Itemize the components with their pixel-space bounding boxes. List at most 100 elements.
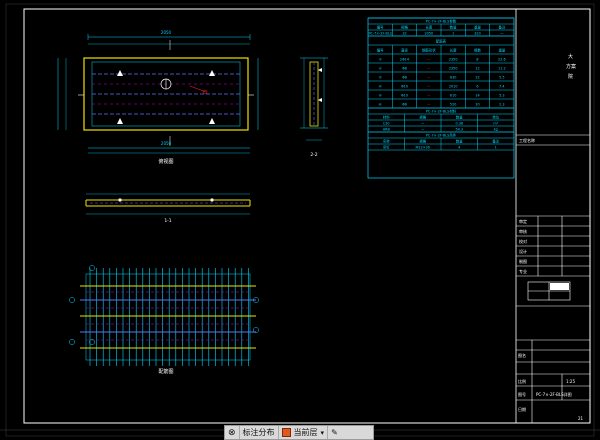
edit-icon: ✎ (331, 428, 338, 437)
paper-border (5, 3, 595, 437)
title-block (515, 9, 590, 423)
table2-cell: 520 (450, 102, 456, 106)
table4-header: 名称 (383, 138, 390, 143)
project-label: 工程名称 (519, 137, 535, 143)
rebar-marker (69, 297, 75, 303)
layers-icon: ⊗ (228, 427, 236, 438)
table2-cell: 6 (476, 84, 478, 88)
table2-cell: 2350 (449, 57, 458, 61)
table2-cell: ④ (379, 84, 382, 88)
table4-cell: 4 (458, 145, 460, 149)
table2-cell: 5.3 (499, 93, 504, 97)
table3-cell: C30 (383, 121, 390, 125)
table3-cell: 0.38 (455, 121, 463, 125)
table2-cell: ⑥ (379, 102, 382, 106)
table4-cell: M12×90 (416, 145, 430, 149)
sheet-no: 21 (578, 416, 584, 421)
tb-item-0: 审定 (519, 218, 527, 224)
table2-cell: 22 (475, 75, 479, 79)
table2-cell: 14 (475, 93, 479, 97)
scale-value: 1:25 (566, 379, 575, 384)
table1-title: PC-7×-2F-BLS参数 (426, 18, 457, 23)
plan-dim-bottom: 2050 (161, 141, 172, 146)
table1-cell: 1 (452, 31, 454, 35)
table2-cell: 2350 (449, 66, 458, 70)
company-line-3: 院 (568, 73, 573, 80)
table2-cell: 20 (475, 102, 479, 106)
table4-header: 数量 (456, 138, 463, 143)
layers-button[interactable]: ⊗ (225, 426, 240, 439)
table2-cell: — (427, 84, 431, 88)
table2-cell: 7.4 (499, 84, 504, 88)
table2-cell: Φ10 (401, 84, 408, 88)
edit-layer-button[interactable]: ✎ (328, 426, 341, 439)
table1-header: 编号 (377, 24, 384, 29)
table2-cell: 22.6 (498, 57, 506, 61)
table4-cell: 1 (495, 145, 497, 149)
layer-name-button[interactable]: 标注分布 (240, 426, 279, 439)
table2-cell: 11.2 (498, 66, 506, 70)
layer-color-swatch (281, 428, 291, 437)
table2-cell: 12 (475, 66, 479, 70)
section-view (85, 193, 251, 215)
table2-cell: — (427, 102, 431, 106)
rebar-marker (69, 339, 75, 345)
table3-title: PC-7×-2F-BLS材料 (426, 108, 457, 113)
company-line-2: 方案 (566, 63, 576, 70)
table1-header: 备注 (498, 24, 505, 29)
table1-cell: 32 (402, 31, 406, 35)
current-layer-dropdown[interactable]: 当前层 ▾ (279, 426, 329, 439)
table2-header: 编号 (377, 47, 384, 52)
table2-header: 重量 (498, 47, 505, 52)
side-view-label: 2-2 (310, 152, 317, 158)
table2-cell: ① (379, 57, 382, 61)
plan-view (57, 34, 259, 154)
table2-cell: 8 (476, 57, 478, 61)
scale-label: 比例 (518, 378, 526, 384)
table1-header: 重量 (474, 24, 481, 29)
rebar-view (69, 265, 259, 366)
table1-header: 长度 (425, 24, 432, 29)
drawing-name-label: 图名 (518, 352, 526, 358)
table3-cell: — (421, 121, 425, 125)
table3-header: 材料 (383, 114, 390, 119)
layer-toolbar[interactable]: ⊗ 标注分布 当前层 ▾ ✎ (224, 425, 374, 440)
table3-cell: kg (494, 127, 498, 131)
table1-header: 数量 (450, 24, 457, 29)
table2-title: 配筋表 (436, 38, 447, 43)
tb-item-5: 专业 (519, 268, 527, 274)
company-line-1: 大 (568, 53, 573, 60)
table2-cell: Φ10 (401, 93, 408, 97)
table2-cell: 2.3 (499, 102, 504, 106)
tb-item-3: 设计 (519, 248, 527, 254)
table4-header: 备注 (492, 138, 499, 143)
rebar-marker (89, 265, 95, 271)
table2-cell: 610 (450, 93, 456, 97)
table2-cell: 2Φ14 (400, 57, 409, 61)
table4-title: PC-7×-2F-BLS吊件 (426, 132, 457, 137)
chevron-down-icon: ▾ (320, 428, 325, 437)
rebar-outline (85, 273, 251, 361)
table2-cell: — (427, 93, 431, 97)
table3-cell: — (421, 127, 425, 131)
table2-cell: — (427, 57, 431, 61)
table3-header: 规格 (419, 114, 426, 119)
layer-name-label: 标注分布 (242, 428, 275, 437)
tb-item-1: 审核 (519, 228, 527, 234)
side-view (300, 57, 328, 141)
table2-cell: ⑤ (379, 93, 382, 97)
drawing-frame (23, 8, 591, 424)
table2-header: 长度 (450, 47, 457, 52)
table2-cell: — (427, 66, 431, 70)
table2-header: 钢筋形状 (422, 47, 436, 52)
table2-cell: 630 (450, 75, 456, 79)
table2-header: 直径 (401, 47, 408, 52)
table4-cell: 吊钉 (383, 144, 390, 149)
drawing-no: PC-7×-2F-BLS详图 (536, 391, 572, 397)
current-layer-label: 当前层 (293, 428, 318, 437)
table2-cell: Φ8 (402, 75, 407, 79)
section-view-label: 1-1 (164, 218, 171, 224)
date-label: 日期 (518, 406, 526, 412)
